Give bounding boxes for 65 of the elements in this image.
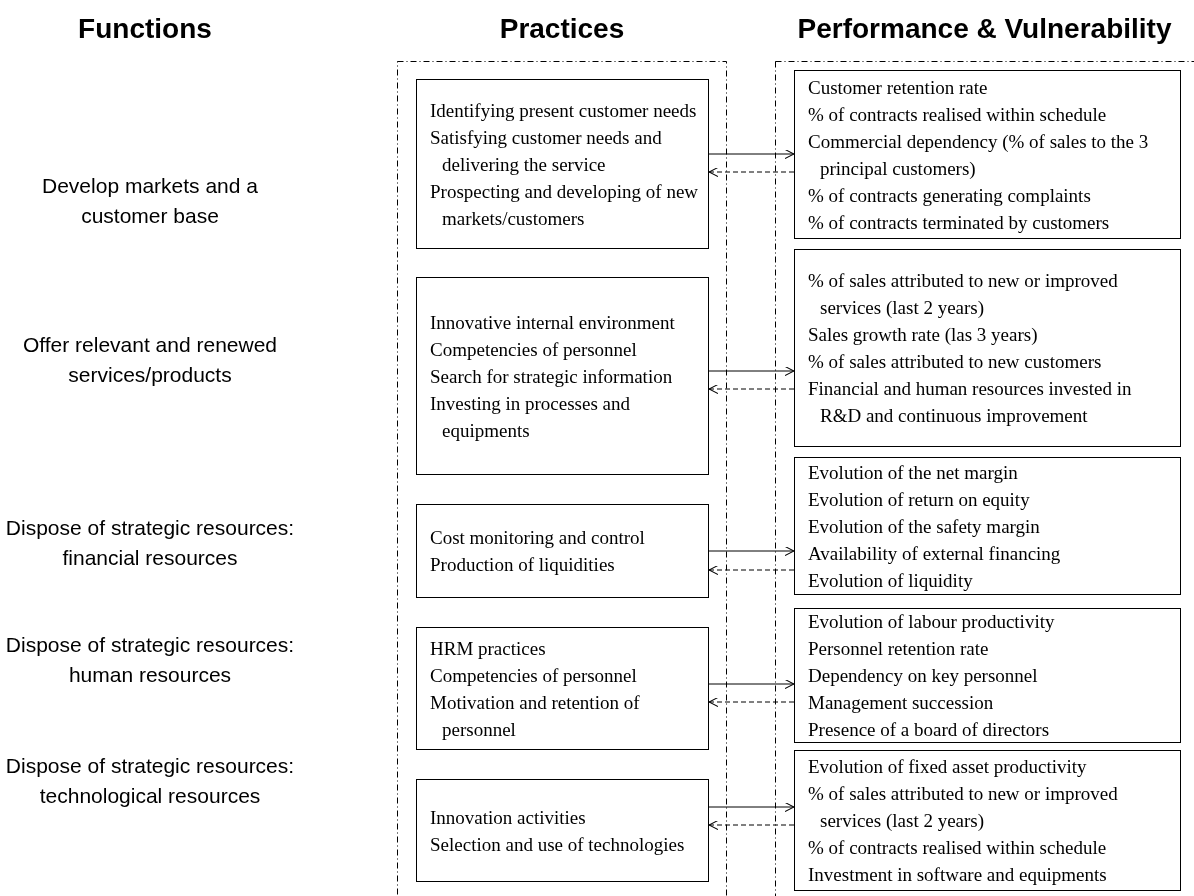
arrow [708,564,795,576]
function-label: Develop markets and a customer base [41,173,259,229]
list-item: Evolution of labour productivity [808,610,1056,634]
list-item: Customer retention rate [808,75,989,100]
list-item: Identifying present customer needs [430,98,698,123]
list-item: Motivation and retention of personnel [430,690,641,742]
list-item: % of contracts realised within schedule [808,102,1108,127]
list-item: Financial and human resources invested in R&D and continuous improvement [808,377,1133,428]
list-item: Competencies of personnel [430,337,638,362]
list-item: % of contracts generating complaints [808,183,1092,208]
list-item: % of sales attributed to new or improved services (last 2 years) [808,269,1119,320]
list-box [794,249,1181,447]
list-item: % of sales attributed to new or improved services (last 2 years) [808,782,1119,833]
list-item: Availability of external financing [808,541,1062,566]
list-item: Commercial dependency (% of sales to the 3 principal customers) [808,129,1150,181]
list-item: Prospecting and developing of new markets/customers [430,179,700,231]
list-item: % of sales attributed to new customers [808,350,1103,374]
arrow [708,365,795,377]
arrow [708,678,795,690]
list-item: Selection and use of technologies [430,832,686,857]
list-box [794,457,1181,595]
list-item: Evolution of the safety margin [808,514,1041,539]
list-box [794,608,1181,743]
column-heading: Practices [498,12,626,46]
list-item: Cost monitoring and control [430,526,646,550]
list-box [416,504,709,598]
list-item: Sales growth rate (las 3 years) [808,323,1039,347]
list-item: Innovative internal environment [430,310,676,335]
arrow [708,148,795,160]
function-label: Dispose of strategic resources: human resources [4,632,296,688]
arrow [708,819,795,831]
list-item: % of contracts terminated by customers [808,210,1111,235]
list-box [416,79,709,249]
column-heading: Functions [77,12,213,46]
list-item: Innovation activities [430,805,587,830]
list-item: % of contracts realised within schedule [808,836,1108,860]
list-item: Satisfying customer needs and delivering the service [430,125,663,177]
list-item: Evolution of the net margin [808,460,1019,485]
list-box [416,627,709,750]
list-item: Investing in processes and equipments [430,391,631,443]
list-item: Production of liquidities [430,553,616,577]
list-item: HRM practices [430,636,547,661]
list-item: Evolution of return on equity [808,487,1031,512]
list-item: Evolution of liquidity [808,568,974,593]
arrow [708,166,795,178]
arrow [708,545,795,557]
list-box [416,779,709,882]
list-item: Dependency on key personnel [808,664,1039,688]
arrow [708,696,795,708]
arrow [708,383,795,395]
list-box [794,750,1181,891]
list-box [416,277,709,475]
list-box [794,70,1181,239]
list-item: Search for strategic information [430,364,674,389]
function-label: Dispose of strategic resources: financial resources [4,515,296,571]
list-item: Personnel retention rate [808,637,990,661]
list-item: Management succession [808,691,995,715]
list-item: Investment in software and equipments [808,863,1108,887]
list-item: Competencies of personnel [430,663,638,688]
arrow [708,801,795,813]
list-item: Evolution of fixed asset productivity [808,755,1088,779]
function-label: Dispose of strategic resources: technological resources [4,753,296,809]
list-item: Presence of a board of directors [808,718,1051,742]
function-label: Offer relevant and renewed services/products [21,332,279,388]
column-heading: Performance & Vulnerability [796,12,1173,46]
